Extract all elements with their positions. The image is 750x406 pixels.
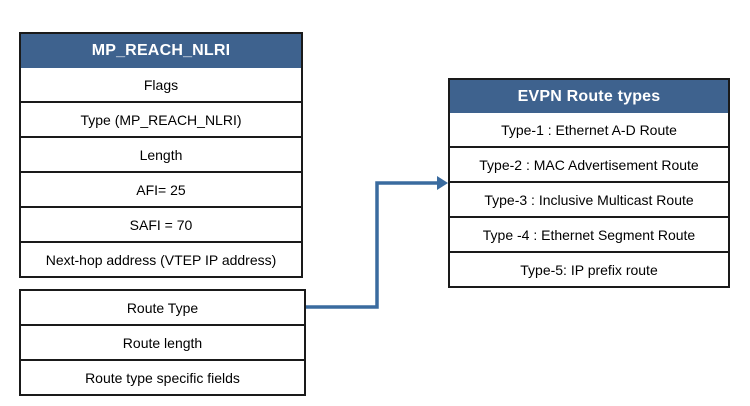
route-row-length: Route length	[21, 324, 304, 359]
evpn-route-types-table: EVPN Route types Type-1 : Ethernet A-D R…	[448, 78, 730, 288]
evpn-row-type4: Type -4 : Ethernet Segment Route	[450, 216, 728, 251]
connector-arrowhead	[437, 176, 448, 190]
mp-row-type: Type (MP_REACH_NLRI)	[21, 101, 301, 136]
route-fields-table: Route Type Route length Route type speci…	[19, 289, 306, 396]
route-row-type: Route Type	[21, 291, 304, 324]
route-row-specific: Route type specific fields	[21, 359, 304, 394]
mp-row-flags: Flags	[21, 68, 301, 101]
mp-row-length: Length	[21, 136, 301, 171]
mp-row-safi: SAFI = 70	[21, 206, 301, 241]
mp-row-afi: AFI= 25	[21, 171, 301, 206]
connector-arrow-line	[305, 181, 439, 309]
mp-reach-nlri-table: MP_REACH_NLRI Flags Type (MP_REACH_NLRI)…	[19, 32, 303, 278]
evpn-row-type1: Type-1 : Ethernet A-D Route	[450, 113, 728, 146]
evpn-route-types-title: EVPN Route types	[450, 80, 728, 113]
evpn-row-type5: Type-5: IP prefix route	[450, 251, 728, 286]
mp-row-nexthop: Next-hop address (VTEP IP address)	[21, 241, 301, 276]
evpn-row-type2: Type-2 : MAC Advertisement Route	[450, 146, 728, 181]
mp-reach-nlri-title: MP_REACH_NLRI	[21, 34, 301, 68]
evpn-row-type3: Type-3 : Inclusive Multicast Route	[450, 181, 728, 216]
